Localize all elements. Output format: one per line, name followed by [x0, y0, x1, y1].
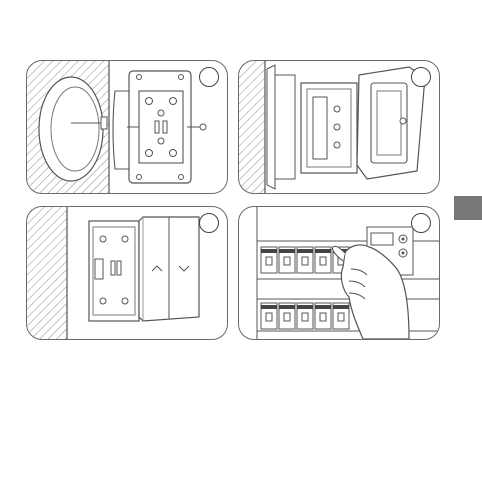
page-side-tab — [454, 196, 482, 220]
wall-box-insert-illustration — [27, 61, 227, 193]
panel-step-4 — [238, 206, 440, 340]
step-marker-4 — [411, 213, 431, 233]
step-marker-3 — [199, 213, 219, 233]
step-marker-2 — [411, 67, 431, 87]
breakers-bottom-row — [261, 303, 349, 329]
panel-step-1 — [26, 60, 228, 194]
panel-step-3 — [26, 206, 228, 340]
frame-attach-illustration — [239, 61, 439, 193]
breaker-panel-illustration — [239, 207, 439, 339]
cover-plate-illustration — [27, 207, 227, 339]
panel-step-2 — [238, 60, 440, 194]
step-marker-1 — [199, 67, 219, 87]
